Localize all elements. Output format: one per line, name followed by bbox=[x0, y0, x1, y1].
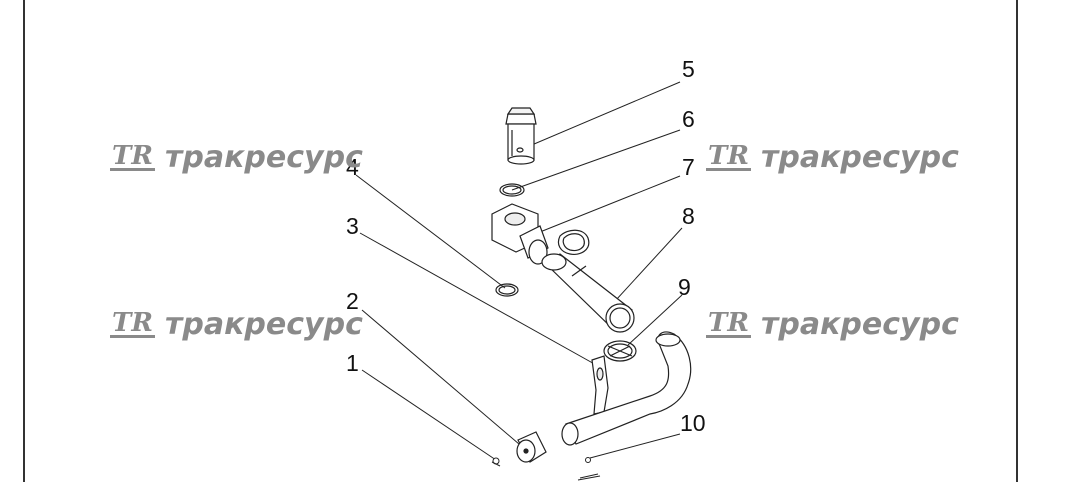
callout-3: 3 bbox=[346, 213, 359, 239]
callout-9: 9 bbox=[678, 274, 691, 300]
callout-10: 10 bbox=[680, 410, 706, 436]
leader-line-4 bbox=[355, 174, 506, 289]
part-3-bracket bbox=[591, 355, 609, 415]
leader-line-10 bbox=[589, 433, 681, 459]
watermark-top-left: TR тракресурс bbox=[110, 140, 363, 175]
part-7-banjo-fitting bbox=[491, 203, 590, 265]
leader-line-8 bbox=[604, 227, 683, 313]
leader-line-6 bbox=[511, 129, 681, 191]
watermark-bottom-right: TR тракресурс bbox=[706, 307, 959, 342]
frame-right-border bbox=[1016, 0, 1018, 482]
part-10-pin bbox=[577, 457, 601, 481]
watermark-bottom-left: TR тракресурс bbox=[110, 307, 363, 342]
callout-7: 7 bbox=[682, 154, 695, 180]
callout-4: 4 bbox=[346, 154, 359, 180]
watermark-logo: TR bbox=[706, 140, 751, 172]
leader-line-5 bbox=[519, 81, 681, 151]
callout-5: 5 bbox=[682, 56, 695, 82]
part-2-cap bbox=[516, 431, 547, 463]
leader-line-7 bbox=[519, 175, 681, 241]
part-8-hose bbox=[541, 253, 635, 333]
watermark-logo: TR bbox=[110, 307, 155, 339]
part-1-screw bbox=[491, 457, 501, 467]
part-9-clamp bbox=[603, 340, 637, 362]
watermark-logo: TR bbox=[706, 307, 751, 339]
callout-6: 6 bbox=[682, 106, 695, 132]
leader-lines bbox=[355, 81, 683, 461]
part-6-seal-ring bbox=[499, 183, 525, 197]
frame-left-border bbox=[23, 0, 25, 482]
watermark-text: тракресурс bbox=[164, 140, 363, 175]
watermark-text: тракресурс bbox=[164, 307, 363, 342]
watermark-text: тракресурс bbox=[760, 140, 959, 175]
callout-2: 2 bbox=[346, 288, 359, 314]
leader-line-9 bbox=[627, 294, 683, 346]
callout-8: 8 bbox=[682, 203, 695, 229]
callout-1: 1 bbox=[346, 350, 359, 376]
leader-line-2 bbox=[361, 309, 527, 451]
leader-line-1 bbox=[361, 369, 497, 461]
leader-line-3 bbox=[359, 232, 599, 367]
part-4-o-ring bbox=[495, 283, 519, 297]
watermark-text: тракресурс bbox=[760, 307, 959, 342]
part-5-banjo-bolt bbox=[505, 107, 537, 165]
watermark-logo: TR bbox=[110, 140, 155, 172]
watermark-top-right: TR тракресурс bbox=[706, 140, 959, 175]
bent-pipe bbox=[561, 331, 692, 446]
